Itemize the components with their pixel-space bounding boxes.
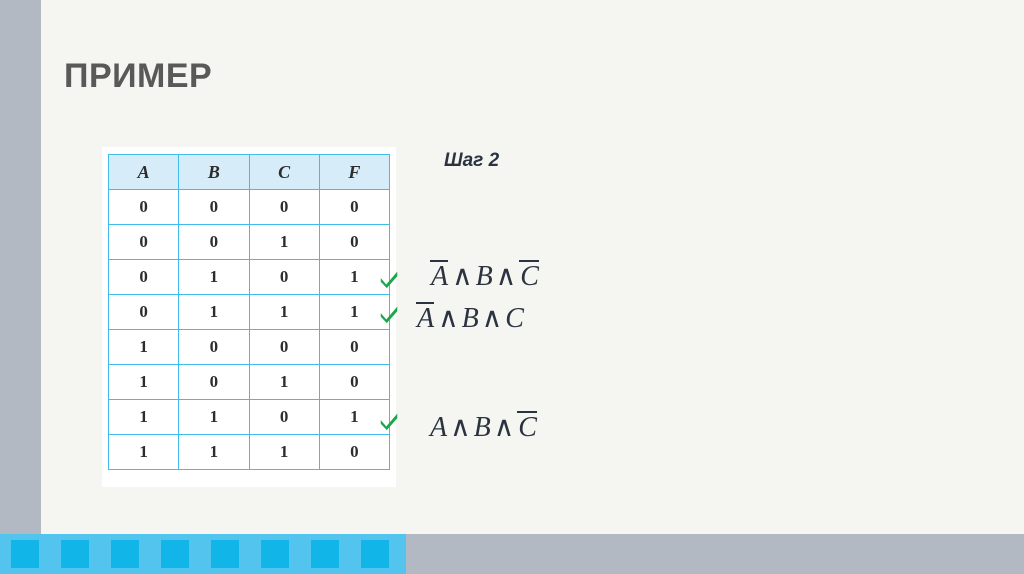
formula-variable-a: A [430, 260, 449, 292]
formula-variable-c: C [517, 411, 537, 443]
table-cell: 1 [178, 434, 250, 470]
table-cell: 0 [248, 329, 320, 365]
formula-variable-a: A [416, 302, 435, 334]
left-decorative-rail [0, 0, 41, 534]
table-cell: 1 [248, 434, 320, 470]
table-cell: 1 [107, 434, 180, 470]
table-cell: 0 [248, 259, 320, 295]
conjunction-operator: ∧ [438, 303, 459, 334]
formula-variable-c: C [505, 303, 524, 334]
formula-variable-b: B [473, 412, 491, 443]
table-cell: 0 [107, 189, 180, 225]
table-header-cell-a: A [107, 154, 180, 190]
table-cell: 0 [248, 189, 320, 225]
table-cell: 0 [178, 329, 250, 365]
table-cell: 0 [318, 189, 391, 225]
table-cell: 1 [318, 399, 391, 435]
check-icon [378, 303, 400, 325]
table-cell: 1 [318, 294, 391, 330]
formula-2: A∧B∧C [416, 301, 524, 335]
table-header-cell-c: C [248, 154, 320, 190]
table-cell: 1 [178, 399, 250, 435]
table-cell: 1 [248, 364, 320, 400]
bottom-blue-bar [0, 534, 406, 574]
table-cell: 1 [248, 224, 320, 260]
bar-square [311, 540, 339, 568]
formula-variable-b: B [461, 303, 479, 334]
table-cell: 1 [107, 399, 180, 435]
bar-square [161, 540, 189, 568]
formula-variable-b: B [475, 261, 493, 292]
table-header-cell-f: F [318, 154, 391, 190]
table-cell: 0 [318, 364, 391, 400]
table-cell: 0 [178, 224, 250, 260]
bar-square [11, 540, 39, 568]
table-cell: 0 [107, 224, 180, 260]
bar-square [211, 540, 239, 568]
bar-square [361, 540, 389, 568]
table-cell: 0 [178, 364, 250, 400]
table-cell: 1 [107, 329, 180, 365]
table-cell: 0 [318, 224, 391, 260]
table-cell: 0 [318, 434, 391, 470]
bar-square [261, 540, 289, 568]
table-cell: 1 [178, 294, 250, 330]
formula-variable-c: C [519, 260, 539, 292]
table-cell: 1 [248, 294, 320, 330]
conjunction-operator: ∧ [481, 303, 503, 334]
table-cell: 0 [178, 189, 250, 225]
table-cell: 0 [318, 329, 391, 365]
table-cell: 1 [107, 364, 180, 400]
conjunction-operator: ∧ [450, 412, 471, 443]
check-icon [378, 410, 400, 432]
bar-square [111, 540, 139, 568]
table-cell: 0 [107, 259, 180, 295]
table-cell: 0 [248, 399, 320, 435]
conjunction-operator: ∧ [493, 412, 515, 443]
formula-3: A∧B∧C [430, 410, 538, 444]
check-icon [378, 268, 400, 290]
table-cell: 1 [178, 259, 250, 295]
table-cell: 0 [107, 294, 180, 330]
conjunction-operator: ∧ [495, 261, 517, 292]
table-header-cell-b: B [178, 154, 250, 190]
page-title: ПРИМЕР [64, 57, 213, 95]
table-cell: 1 [318, 259, 391, 295]
step-label: Шаг 2 [444, 150, 500, 171]
conjunction-operator: ∧ [452, 261, 473, 292]
bar-square [61, 540, 89, 568]
formula-1: A∧B∧C [430, 259, 540, 293]
formula-variable-a: A [430, 412, 448, 443]
